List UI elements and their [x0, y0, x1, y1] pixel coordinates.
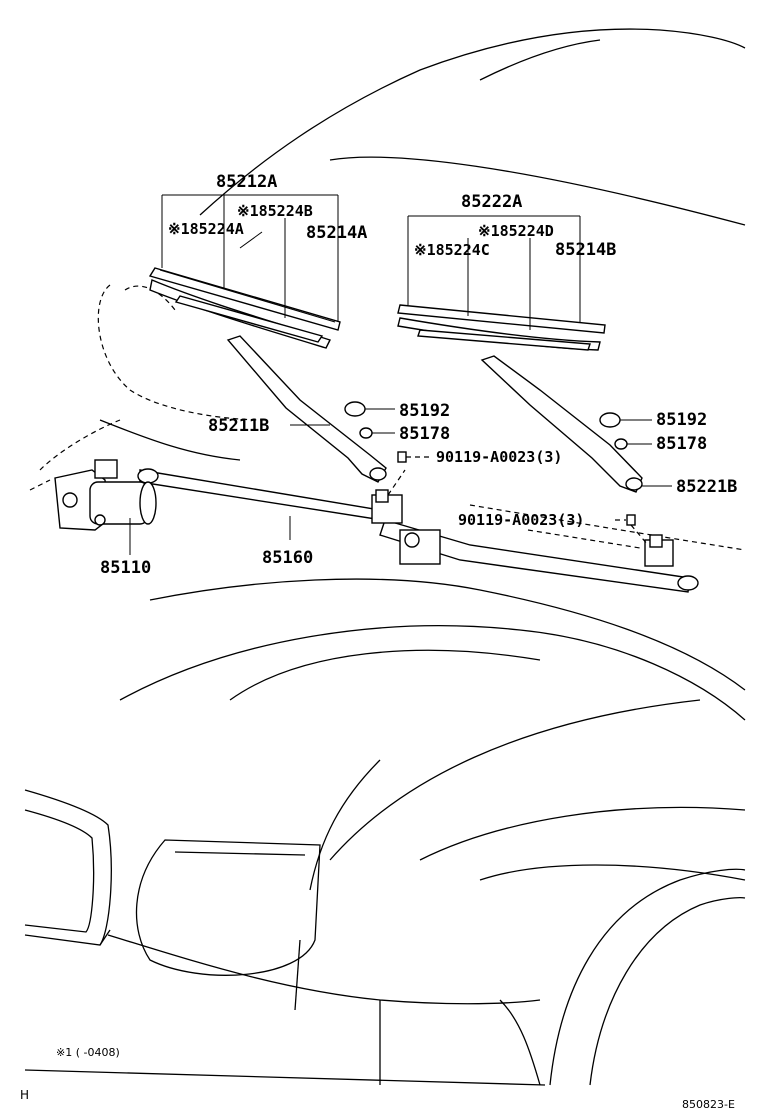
right-wiper-arm [480, 355, 643, 493]
nut-right-icon [614, 438, 628, 450]
label-refill-d: ※185224D [478, 222, 554, 240]
label-nut-left: 85178 [399, 424, 450, 444]
leader-lines [129, 194, 672, 555]
bolt-right-icon [626, 514, 636, 526]
label-blade-assy-right: 85222A [461, 192, 522, 212]
cap-left-icon [344, 401, 366, 417]
label-refill-b: ※185224B [237, 202, 313, 220]
left-wiper-arm [226, 335, 387, 483]
wiper-link [137, 468, 699, 593]
label-nut-right: 85178 [656, 434, 707, 454]
vehicle-body-outline [24, 28, 746, 1086]
label-arm-right: 85221B [676, 477, 737, 497]
label-blade-assy-left: 85212A [216, 172, 277, 192]
label-cap-right: 85192 [656, 410, 707, 430]
footnote: ※1 ( -0408) [56, 1046, 120, 1059]
label-motor: 85110 [100, 558, 151, 578]
label-link: 85160 [262, 548, 313, 568]
bolt-left-icon [397, 451, 407, 463]
label-refill-a: ※185224A [168, 220, 244, 238]
label-blade-backing-left: 85214A [306, 223, 367, 243]
label-cap-left: 85192 [399, 401, 450, 421]
label-blade-backing-right: 85214B [555, 240, 616, 260]
cap-right-icon [599, 412, 621, 428]
wiper-motor [54, 459, 157, 531]
label-bolt-left: 90119-A0023(3) [436, 448, 562, 466]
corner-mark: H [20, 1088, 29, 1102]
label-refill-c: ※185224C [414, 241, 490, 259]
left-wiper-blade [148, 267, 341, 349]
right-wiper-blade [397, 304, 606, 351]
label-arm-left: 85211B [208, 416, 269, 436]
label-bolt-right: 90119-A0023(3) [458, 511, 584, 529]
diagram-code: 850823-E [682, 1098, 735, 1111]
nut-left-icon [359, 427, 373, 439]
